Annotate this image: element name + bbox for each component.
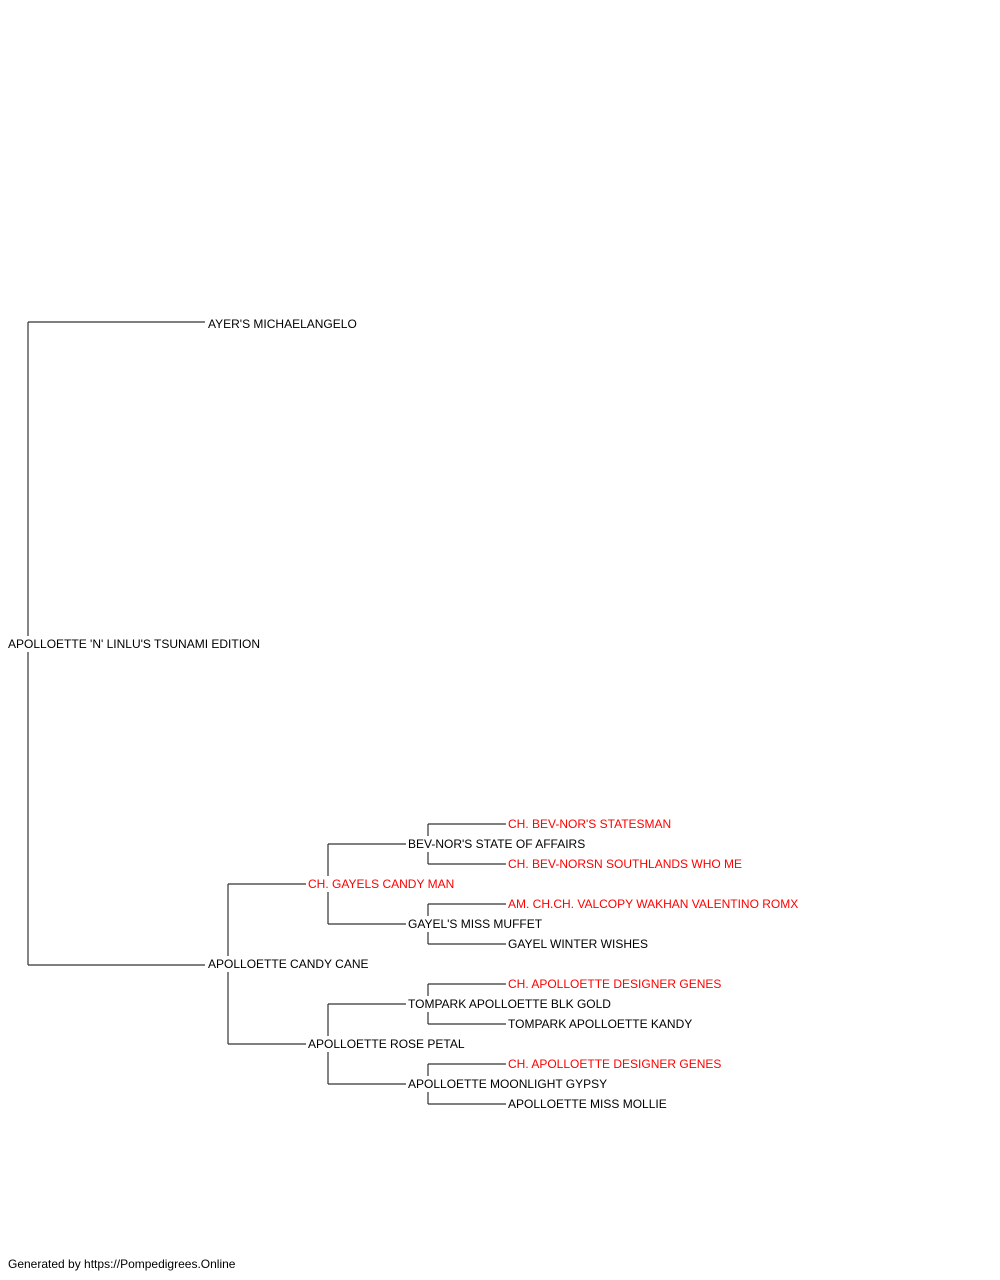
pedigree-4-dam: GAYEL WINTER WISHES	[508, 937, 648, 951]
pedigree-4-dam: CH. BEV-NORSN SOUTHLANDS WHO ME	[508, 857, 742, 871]
pedigree-2-dam: APOLLOETTE ROSE PETAL	[308, 1037, 465, 1051]
footer-credit: Generated by https://Pompedigrees.Online	[8, 1257, 236, 1271]
dam-name: APOLLOETTE CANDY CANE	[208, 957, 369, 971]
subject-name: APOLLOETTE 'N' LINLU'S TSUNAMI EDITION	[8, 637, 260, 651]
pedigree-4-sire: CH. BEV-NOR'S STATESMAN	[508, 817, 671, 831]
pedigree-3-dam: APOLLOETTE MOONLIGHT GYPSY	[408, 1077, 607, 1091]
pedigree-3-dam: GAYEL'S MISS MUFFET	[408, 917, 543, 931]
pedigree-4-dam: TOMPARK APOLLOETTE KANDY	[508, 1017, 692, 1031]
pedigree-3-sire: TOMPARK APOLLOETTE BLK GOLD	[408, 997, 611, 1011]
pedigree-4-sire: AM. CH.CH. VALCOPY WAKHAN VALENTINO ROMX	[508, 897, 798, 911]
pedigree-4-sire: CH. APOLLOETTE DESIGNER GENES	[508, 977, 721, 991]
pedigree-3-sire: BEV-NOR'S STATE OF AFFAIRS	[408, 837, 585, 851]
pedigree-2-sire: CH. GAYELS CANDY MAN	[308, 877, 454, 891]
pedigree-4-dam: APOLLOETTE MISS MOLLIE	[508, 1097, 667, 1111]
sire-name: AYER'S MICHAELANGELO	[208, 317, 357, 331]
pedigree-4-sire: CH. APOLLOETTE DESIGNER GENES	[508, 1057, 721, 1071]
